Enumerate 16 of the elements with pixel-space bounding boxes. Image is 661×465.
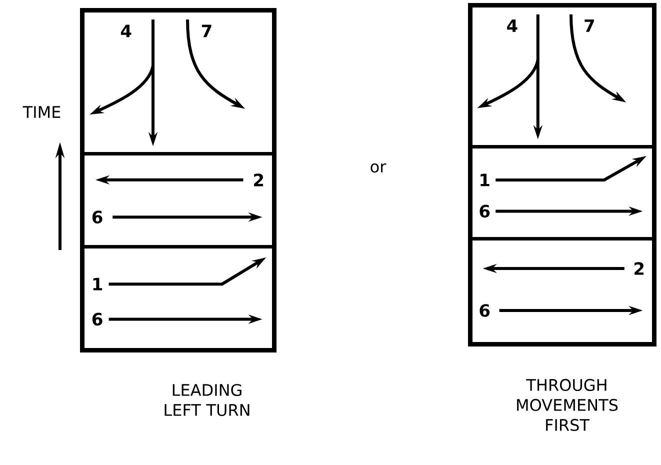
movement-number: 1	[93, 278, 102, 290]
label: TIME	[22, 106, 60, 118]
movement-number: 1	[480, 174, 490, 186]
movement-number: 2	[254, 174, 264, 186]
movement-number: 4	[507, 20, 518, 32]
phasing-title: LEADING LEFT TURN	[164, 384, 250, 416]
movement-number: 2	[634, 262, 644, 275]
movement-number: 7	[584, 20, 594, 32]
phasing-title: THROUGH MOVEMENTS FIRST	[517, 378, 618, 432]
movement-number: 4	[120, 24, 132, 38]
movement-number: 6	[480, 304, 490, 317]
movement-number: 6	[92, 210, 102, 224]
movement-number: 6	[92, 312, 102, 326]
movement-number: 7	[202, 24, 212, 38]
label: or	[370, 163, 386, 173]
movement-number: 6	[480, 204, 490, 218]
